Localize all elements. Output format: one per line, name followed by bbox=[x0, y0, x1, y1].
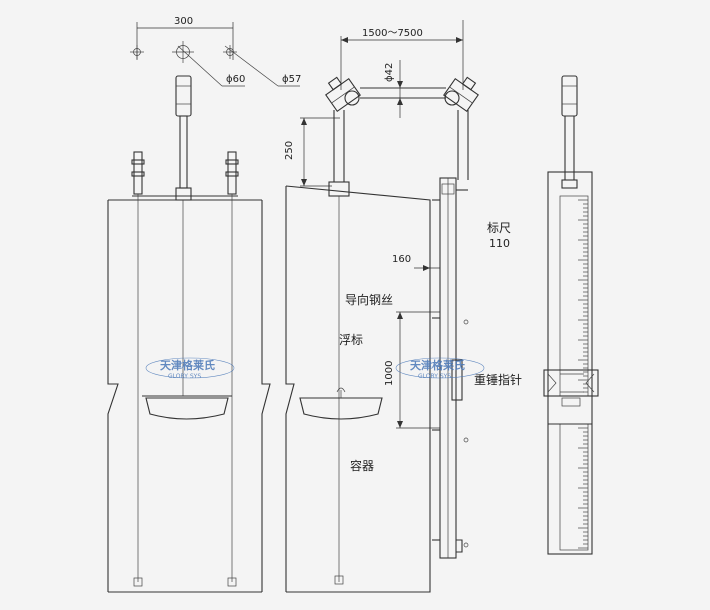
watermark-left: 天津格莱氏 GLORY SYS bbox=[145, 357, 235, 380]
dim-250: 250 bbox=[284, 141, 295, 160]
svg-text:GLORY SYS: GLORY SYS bbox=[168, 373, 201, 380]
label-container: 容器 bbox=[350, 458, 374, 473]
pulley-left-icon bbox=[325, 76, 361, 112]
dim-160: 160 bbox=[392, 254, 411, 265]
label-guide-wire: 导向钢丝 bbox=[345, 292, 393, 307]
float-left bbox=[145, 397, 229, 420]
label-float: 浮标 bbox=[339, 333, 363, 347]
label-weight-pointer: 重锤指针 bbox=[474, 372, 522, 387]
dim-phi57: ϕ57 bbox=[282, 74, 301, 85]
label-scale-code: 110 bbox=[489, 237, 510, 250]
float-center bbox=[299, 397, 383, 420]
dim-phi60: ϕ60 bbox=[226, 74, 245, 85]
right-view bbox=[543, 75, 599, 555]
left-view: 300 ϕ60 ϕ57 bbox=[107, 16, 301, 593]
weight-pointer bbox=[451, 359, 463, 401]
scale-board bbox=[547, 171, 593, 555]
pointer-block bbox=[543, 369, 599, 397]
label-scale: 标尺 bbox=[487, 221, 511, 235]
svg-text:天津格莱氏: 天津格莱氏 bbox=[410, 358, 465, 372]
dim-span: 1500～7500 bbox=[362, 28, 423, 39]
pulley-right-icon bbox=[443, 76, 479, 112]
svg-text:天津格莱氏: 天津格莱氏 bbox=[160, 358, 215, 372]
center-view: 1500～7500 ϕ42 bbox=[284, 20, 522, 593]
dim-300: 300 bbox=[174, 16, 193, 27]
watermark-center: 天津格莱氏 GLORY SYS bbox=[395, 357, 485, 380]
dim-1000: 1000 bbox=[384, 361, 395, 386]
dim-phi42: ϕ42 bbox=[384, 63, 395, 82]
svg-text:GLORY SYS: GLORY SYS bbox=[418, 373, 451, 380]
